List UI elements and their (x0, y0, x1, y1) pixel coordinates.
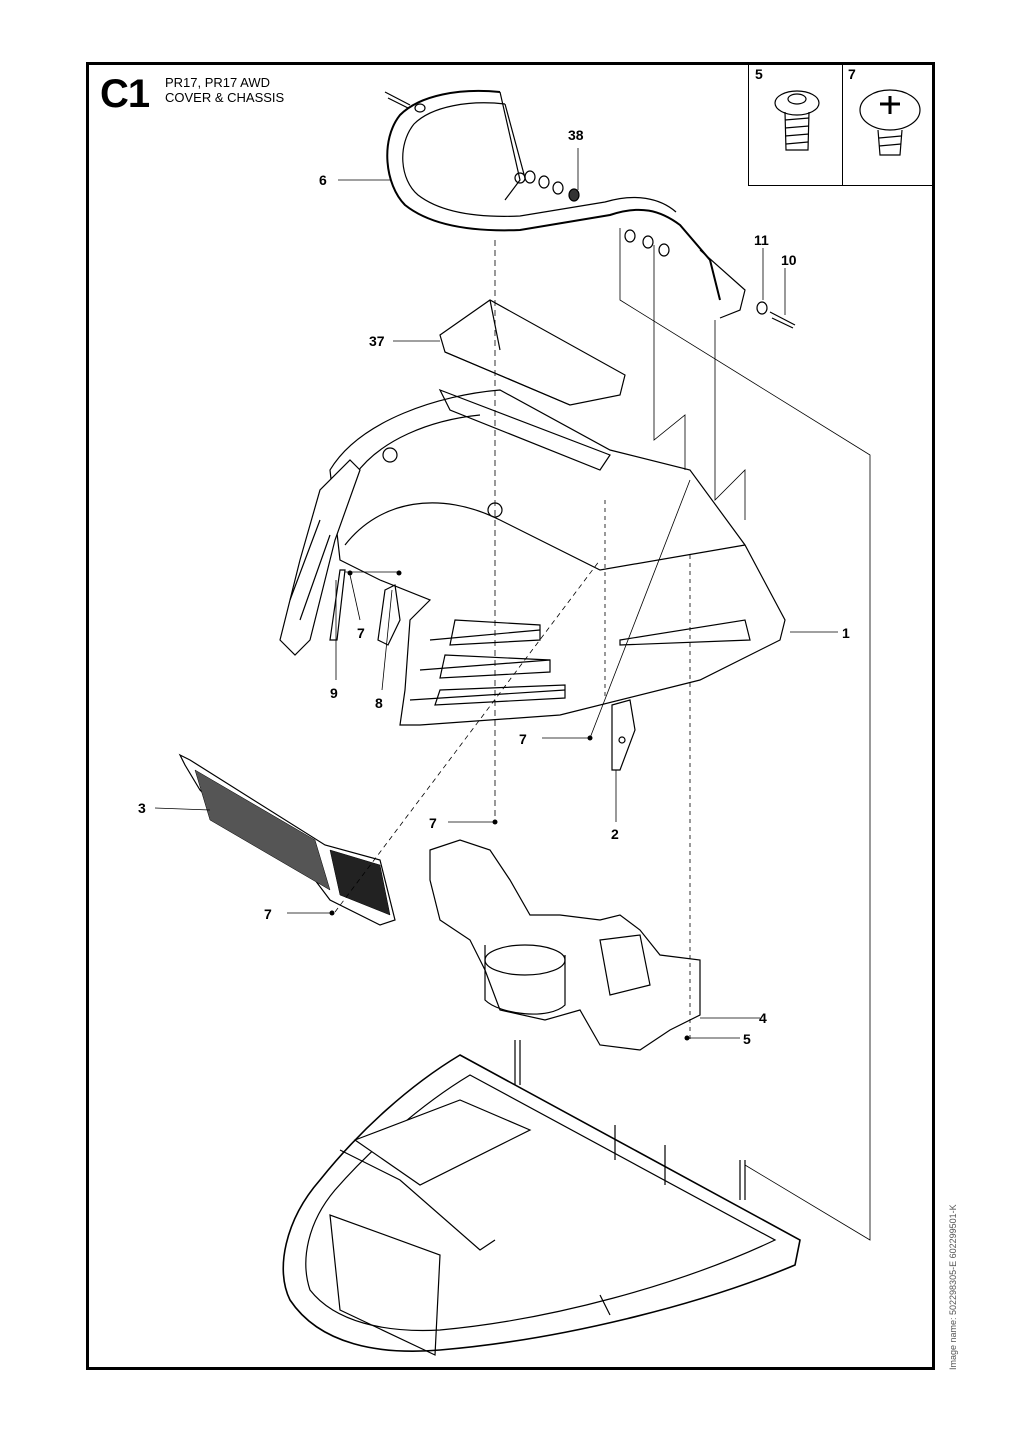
leader-dots (329, 570, 690, 1041)
lid-part-37 (439, 299, 626, 406)
leader-lines (154, 148, 871, 1241)
hardware-inset (748, 62, 935, 186)
callout-3: 3 (138, 800, 146, 816)
callout-4: 4 (759, 1010, 767, 1026)
washers-11 (624, 229, 796, 329)
bracket-part-2 (611, 699, 636, 771)
callout-37: 37 (369, 333, 385, 349)
washers-38 (524, 170, 580, 202)
section-code: C1 (100, 72, 150, 116)
callout-10: 10 (781, 252, 797, 268)
callout-11: 11 (754, 232, 769, 248)
callout-7-hood: 7 (357, 625, 365, 641)
diagram-frame (86, 62, 935, 1370)
image-name-note: Image name: 502298305-E 602299501-K (948, 1204, 958, 1370)
torx-screw-icon (774, 90, 820, 151)
callout-7-grille: 7 (264, 906, 272, 922)
inset-label-7: 7 (848, 66, 856, 82)
inset-label-5: 5 (755, 66, 763, 82)
bolt-10-top (384, 91, 426, 113)
hood-cover-part-1 (329, 388, 786, 726)
callout-9: 9 (330, 685, 338, 701)
callout-38: 38 (568, 127, 584, 143)
callout-8: 8 (375, 695, 383, 711)
callout-7-center: 7 (429, 815, 437, 831)
page-title: COVER & CHASSIS (165, 90, 285, 105)
inset-divider (842, 62, 843, 186)
grille-part-3 (178, 753, 396, 926)
mudguard-part-4 (429, 839, 701, 1051)
handle-bar (386, 89, 746, 319)
callout-6: 6 (319, 172, 327, 188)
callout-1: 1 (842, 625, 850, 641)
callout-7-bracket: 7 (519, 731, 527, 747)
chassis-frame (282, 1040, 801, 1356)
side-trim (279, 459, 401, 656)
callout-5: 5 (743, 1031, 751, 1047)
phillips-screw-icon (859, 89, 921, 156)
callout-2: 2 (611, 826, 619, 842)
model-line: PR17, PR17 AWD (165, 75, 271, 90)
